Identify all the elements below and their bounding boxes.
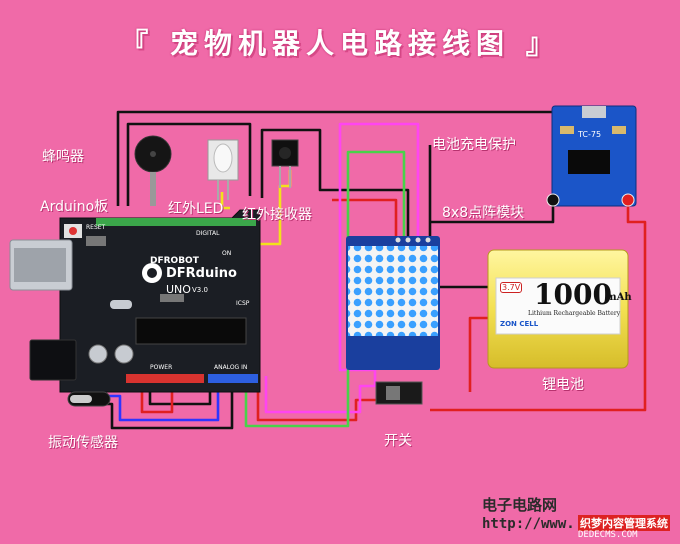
atmega-chip	[135, 317, 247, 345]
board-model: DFRduino	[166, 266, 237, 281]
power-header	[126, 374, 204, 383]
label-arduino: Arduino板	[40, 199, 109, 215]
ir-receiver	[271, 139, 299, 188]
battery-type: Lithium Rechargeable Battery	[528, 310, 621, 317]
board-power-text: POWER	[150, 364, 173, 371]
lithium-battery	[487, 249, 629, 369]
ir-led	[207, 139, 239, 200]
digital-header	[96, 218, 256, 226]
wire-black-charger-down	[430, 200, 555, 224]
battery-voltage: 3.7V	[500, 282, 523, 293]
vibration-sensor	[67, 391, 111, 407]
capacitor	[114, 344, 134, 364]
label-vibration: 振动传感器	[48, 435, 118, 451]
watermark-overlay-url: DEDECMS.COM	[578, 530, 638, 540]
label-ir-led: 红外LED	[168, 201, 224, 217]
wire-black-vib	[106, 380, 234, 430]
battery-brand: ZON CELL	[500, 320, 539, 328]
wire-black-top	[116, 110, 570, 206]
led-matrix	[346, 236, 440, 370]
wire-red-matrix	[332, 198, 398, 240]
wire-black-buzzer	[126, 122, 252, 206]
board-brand: DFROBOT	[150, 256, 199, 266]
slide-switch	[375, 381, 423, 405]
board-version: V3.0	[192, 286, 208, 294]
watermark-overlay: 织梦内容管理系统	[578, 515, 670, 531]
board-reset-text: RESET	[86, 224, 106, 231]
wire-red-switch	[256, 376, 358, 422]
wire-red-battery-side	[468, 316, 492, 392]
label-ir-receiver: 红外接收器	[242, 207, 312, 223]
charger-board	[546, 105, 637, 207]
wire-red-battery	[430, 206, 647, 412]
wire-red-bottom	[140, 380, 174, 414]
arduino-board	[9, 209, 261, 393]
wire-red-sw-left	[354, 398, 378, 404]
wire-magenta	[264, 122, 420, 414]
battery-capacity: 1000	[534, 278, 612, 311]
wire-yellow-led	[220, 192, 230, 210]
label-charge-protect: 电池充电保护	[432, 137, 516, 153]
charger-pad-pos	[621, 193, 635, 207]
board-icsp-text: ICSP	[236, 300, 250, 307]
dc-jack	[29, 339, 77, 381]
board-sub: UNO	[166, 283, 191, 296]
watermark-site-name: 电子电路网	[482, 496, 558, 514]
wire-blue	[108, 380, 220, 422]
page-title: 『 宠物机器人电路接线图 』	[120, 27, 560, 60]
watermark-url: http://www.	[482, 516, 575, 532]
board-on-text: ON	[222, 250, 232, 257]
wire-black-irrecv	[260, 128, 410, 240]
label-switch: 开关	[384, 433, 412, 449]
board-analog-text: ANALOG IN	[214, 364, 248, 371]
label-lithium: 锂电池	[542, 377, 584, 393]
buzzer	[134, 135, 172, 206]
charger-chip-label: TC-75	[578, 130, 602, 139]
label-matrix: 8x8点阵模块	[442, 205, 525, 221]
capacitor	[88, 344, 108, 364]
label-buzzer: 蜂鸣器	[42, 149, 84, 165]
board-digital-text: DIGITAL	[196, 230, 220, 237]
micro-usb	[582, 106, 606, 118]
battery-unit: mAh	[606, 292, 632, 303]
analog-header	[208, 374, 258, 383]
wires	[106, 110, 647, 430]
charger-pad-neg	[546, 193, 560, 207]
